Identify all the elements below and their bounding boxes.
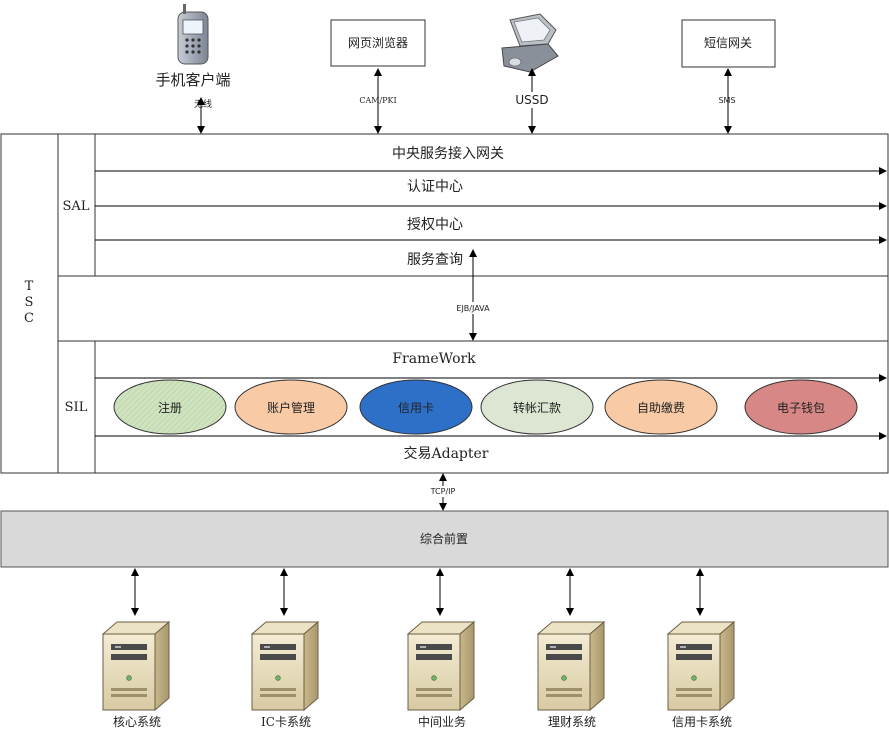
mobile-client-label: 手机客户端	[155, 71, 230, 89]
sal-row-gateway: 中央服务接入网关	[392, 145, 504, 162]
service-e-wallet: 电子钱包	[744, 379, 858, 435]
service-transfer-remittance: 转帐汇款	[480, 379, 594, 435]
sms-label: SMS	[718, 96, 735, 105]
front-end-label: 综合前置	[420, 531, 468, 546]
backend-server-4: 信用卡系统	[666, 568, 736, 729]
sal-row-service-query: 服务查询	[407, 252, 463, 268]
sal-row-auth-center: 认证中心	[407, 179, 463, 195]
web-browser-box	[330, 19, 426, 67]
sms-gateway-label: 短信网关	[704, 36, 752, 50]
backend-server-3: 理财系统	[536, 568, 606, 729]
client-connectors	[197, 68, 732, 134]
web-browser-label: 网页浏览器	[348, 35, 408, 50]
server-icon	[666, 620, 736, 712]
backend-server-0: 核心系统	[101, 568, 171, 729]
server-icon	[101, 620, 171, 712]
ejb-java-label: EJB/JAVA	[456, 304, 490, 313]
backend-label: 核心系统	[113, 715, 161, 729]
front-end-bar	[0, 510, 889, 568]
backend-servers: 核心系统 IC卡系统 中间业务 理财系统 信用卡系统	[101, 568, 736, 729]
wireless-label: 无线	[194, 98, 212, 110]
mobile-phone-icon	[177, 4, 209, 65]
service-self-payment-label: 自助缴费	[637, 400, 685, 415]
ussd-label: USSD	[515, 93, 548, 107]
ussd-phone-icon	[501, 13, 559, 73]
adapter-label: 交易Adapter	[404, 445, 489, 462]
backend-label: 中间业务	[418, 714, 466, 729]
server-icon	[406, 620, 476, 712]
server-icon	[250, 620, 320, 712]
service-credit-card-label: 信用卡	[398, 401, 434, 415]
backend-label: 信用卡系统	[672, 715, 732, 729]
sil-dividers	[95, 374, 887, 440]
sil-label: SIL	[65, 400, 88, 415]
service-register: 注册	[113, 379, 227, 435]
sal-row-authorization-center: 授权中心	[407, 217, 463, 233]
sal-dividers	[95, 167, 887, 244]
service-e-wallet-label: 电子钱包	[777, 400, 825, 415]
service-transfer-remittance-label: 转帐汇款	[513, 400, 561, 415]
tcp-ip-label: TCP/IP	[430, 487, 456, 496]
sal-label: SAL	[63, 199, 90, 214]
service-account-management: 账户管理	[234, 379, 348, 435]
backend-label: 理财系统	[548, 715, 596, 729]
framework-label: FrameWork	[392, 351, 476, 367]
service-credit-card: 信用卡	[359, 379, 473, 435]
service-register-label: 注册	[158, 400, 182, 415]
backend-server-1: IC卡系统	[250, 568, 320, 729]
sms-gateway-box	[681, 19, 776, 68]
server-icon	[536, 620, 606, 712]
backend-server-2: 中间业务	[406, 568, 476, 729]
backend-label: IC卡系统	[261, 715, 311, 729]
service-account-management-label: 账户管理	[267, 400, 315, 415]
service-self-payment: 自助缴费	[604, 379, 718, 435]
